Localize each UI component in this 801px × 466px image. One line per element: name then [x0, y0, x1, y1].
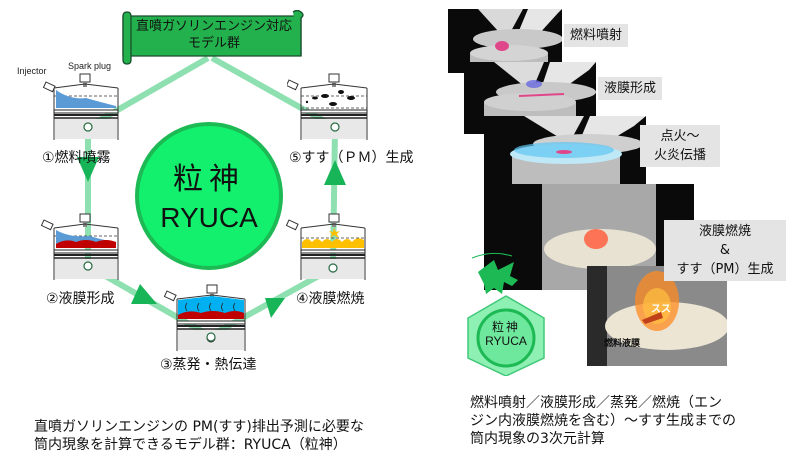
banner-line-1: 直噴ガソリンエンジン対応 [135, 19, 292, 34]
left-caption-line-2: 筒内現象を計算できるモデル群：RYUCA（粒神） [34, 437, 347, 453]
right-caption-line-3: 筒内現象の3次元計算 [470, 431, 605, 447]
sim-frame-film-combustion [484, 184, 694, 290]
stage-2-label: ②液膜形成 [46, 291, 115, 307]
injector-label: Injector [17, 66, 47, 76]
ryuca-dragon-logo [467, 252, 545, 376]
stage-3-label: ③蒸発・熱伝達 [160, 357, 257, 373]
stage-4-label: ④液膜燃焼 [296, 291, 365, 307]
sim-label-ignition-line-2: 火炎伝播 [653, 148, 706, 163]
left-caption: 直噴ガソリンエンジンの PM(すす)排出予測に必要な 筒内現象を計算できるモデル… [34, 418, 364, 454]
right-caption-line-1: 燃料噴射／液膜形成／蒸発／燃焼（エン [470, 395, 722, 411]
ryuca-kanji: 粒神 [173, 162, 245, 197]
soot-annotation: スス [651, 304, 671, 315]
node-stage2 [83, 261, 93, 271]
stage-5-label: ⑤すす（ＰＭ）生成 [289, 150, 414, 166]
node-stage1 [83, 122, 93, 132]
sim-frame-ignition-flame [484, 116, 646, 184]
sim-label-film-formation: 液膜形成 [598, 77, 663, 100]
sim-label-combustion-line-3: すす（PM）生成 [676, 262, 774, 277]
sim-frame-soot-formation [587, 266, 727, 366]
arrow-stage2-to-3 [131, 284, 157, 304]
node-stage5 [330, 122, 340, 132]
simulation-results-panel: スス 燃料液膜 燃料噴射 液膜形成 点火～ 火炎伝播 液膜燃焼 & すす（PM）… [440, 0, 801, 466]
logo-name: RYUCA [485, 334, 527, 348]
right-caption: 燃料噴射／液膜形成／蒸発／燃焼（エン ジン内液膜燃焼を含む）～すす生成までの 筒… [470, 394, 736, 448]
node-stage3 [206, 332, 216, 342]
right-caption-line-2: ジン内液膜燃焼を含む）～すす生成までの [470, 413, 736, 429]
node-stage4 [328, 263, 338, 273]
banner-scroll [122, 10, 304, 65]
left-caption-line-1: 直噴ガソリンエンジンの PM(すす)排出予測に必要な [34, 419, 364, 435]
banner-line-2: モデル群 [187, 36, 240, 51]
arrow-stage3-to-4 [265, 298, 285, 318]
arrow-up-stage4-to-5 [324, 160, 346, 185]
ryuca-center-circle: 粒神 RYUCA [135, 122, 283, 270]
spark-plug-label: Spark plug [68, 61, 112, 71]
sim-label-combustion-soot: 液膜燃焼 & すす（PM）生成 [664, 220, 786, 281]
model-cycle-diagram: 直噴ガソリンエンジン対応 モデル群 粒神 RYUCA Injector Spar… [0, 0, 440, 453]
sim-label-combustion-line-1: 液膜燃焼 [698, 224, 751, 239]
banner-title: 直噴ガソリンエンジン対応 モデル群 [128, 18, 300, 52]
ryuca-name: RYUCA [160, 202, 258, 233]
fuel-film-annotation: 燃料液膜 [604, 339, 641, 349]
sim-label-combustion-line-2: & [719, 243, 731, 258]
stage-1-label: ①燃料噴霧 [42, 150, 111, 166]
sim-label-ignition-line-1: 点火～ [660, 129, 700, 144]
cycle-node-markers [83, 122, 340, 342]
logo-kanji: 粒神 [491, 320, 520, 334]
sim-label-fuel-injection: 燃料噴射 [564, 24, 629, 47]
sim-label-ignition: 点火～ 火炎伝播 [640, 125, 720, 167]
arrow-down-stage1-to-2 [77, 157, 99, 182]
